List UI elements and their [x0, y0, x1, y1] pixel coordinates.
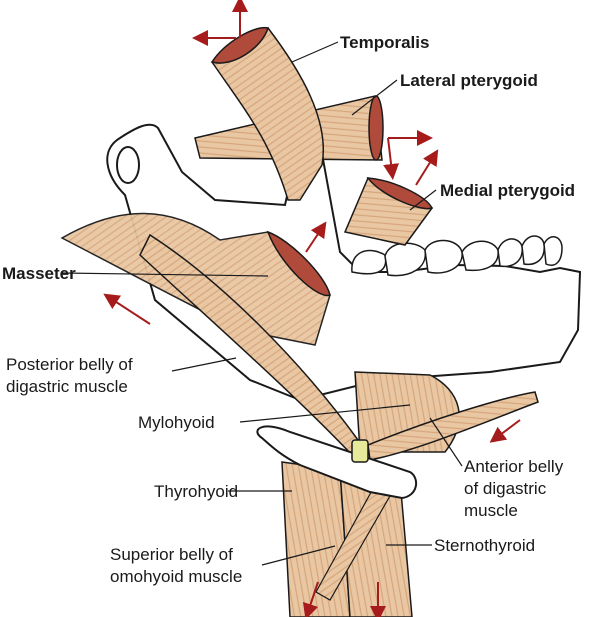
temporalis-muscle	[210, 26, 324, 201]
label-superior-belly-line2: omohyoid muscle	[110, 567, 242, 586]
strap-muscles	[281, 461, 413, 617]
label-posterior-belly-line1: Posterior belly of	[6, 355, 133, 374]
label-anterior-belly-line3: muscle	[464, 501, 518, 520]
force-arrow	[305, 221, 327, 253]
force-arrow	[489, 419, 521, 443]
label-lateral-pterygoid: Lateral pterygoid	[400, 71, 538, 90]
force-arrow	[415, 149, 439, 186]
label-sternothyroid: Sternothyroid	[434, 536, 535, 555]
label-medial-pterygoid: Medial pterygoid	[440, 181, 575, 200]
label-posterior-belly-line2: digastric muscle	[6, 377, 128, 396]
anterior-digastric-muscle	[367, 391, 539, 461]
medial-pterygoid-muscle	[343, 176, 434, 246]
force-arrow	[383, 137, 400, 180]
label-thyrohyoid: Thyrohyoid	[154, 482, 238, 501]
teeth	[351, 235, 563, 277]
hyoid-bone	[256, 425, 418, 500]
digastric-tendon-ring	[351, 439, 369, 463]
leader-lines	[61, 41, 463, 566]
force-arrows	[103, 0, 521, 617]
label-mylohyoid: Mylohyoid	[138, 413, 215, 432]
label-superior-belly-line1: Superior belly of	[110, 545, 233, 564]
label-anterior-belly-line1: Anterior belly	[464, 457, 564, 476]
label-masseter: Masseter	[2, 264, 76, 283]
force-arrow	[302, 581, 319, 617]
label-anterior-belly-line2: of digastric	[464, 479, 547, 498]
force-arrow	[103, 293, 151, 325]
label-temporalis: Temporalis	[340, 33, 429, 52]
